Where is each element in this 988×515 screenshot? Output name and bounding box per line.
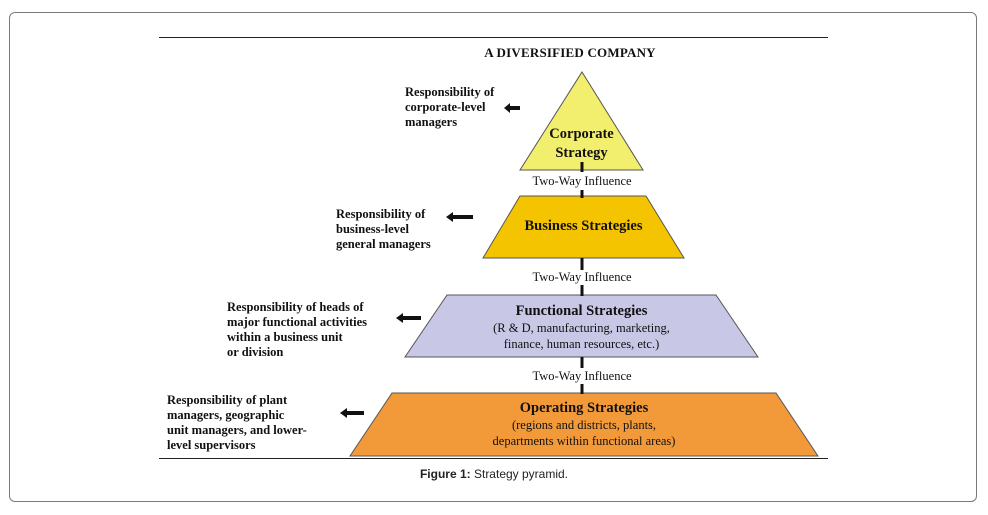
arrow-left-icon [504,103,520,113]
caption-text: Strategy pyramid. [470,467,569,481]
business-label: Business Strategies [524,218,643,234]
arrow-left-icon [396,313,421,323]
responsibility-line: Responsibility of plant [167,393,288,407]
corporate-label-line2: Strategy [555,145,608,161]
responsibility-line: within a business unit [227,330,343,344]
responsibility-line: general managers [336,237,431,251]
responsibility-line: managers, geographic [167,408,285,422]
business-strategies-shape [482,195,685,259]
corporate-strategy-label: Corporate Strategy [520,125,643,163]
functional-strategies-shape [404,294,759,358]
influence-label-3: Two-Way Influence [532,369,632,383]
responsibility-line: major functional activities [227,315,368,329]
operating-label: Operating Strategies [519,400,649,416]
influence-label-2: Two-Way Influence [532,270,632,284]
responsibility-corporate: Responsibility of corporate-level manage… [405,85,494,130]
responsibility-line: corporate-level [405,100,486,114]
functional-label: Functional Strategies [515,303,648,319]
operating-detail-line2: departments within functional areas) [492,434,676,448]
functional-strategies-label: Functional Strategies (R & D, manufactur… [405,302,758,352]
responsibility-functional: Responsibility of heads of major functio… [227,300,367,360]
operating-strategies-shape [349,392,819,457]
responsibility-line: or division [227,345,284,359]
figure-frame [9,12,977,502]
responsibility-line: Responsibility of heads of [227,300,364,314]
operating-detail-line1: (regions and districts, plants, [511,418,657,432]
responsibility-line: level supervisors [167,438,256,452]
bottom-rule [159,458,828,459]
responsibility-line: Responsibility of [405,85,495,99]
responsibility-operating: Responsibility of plant managers, geogra… [167,393,307,453]
diagram-title: A DIVERSIFIED COMPANY [484,45,656,60]
responsibility-line: Responsibility of [336,207,426,221]
responsibility-line: unit managers, and lower- [167,423,307,437]
caption-label: Figure 1: [419,467,471,481]
functional-detail-line1: (R & D, manufacturing, marketing, [493,321,670,335]
operating-strategies-label: Operating Strategies (regions and distri… [350,399,818,449]
corporate-label-line1: Corporate [549,126,614,142]
responsibility-business: Responsibility of business-level general… [336,207,431,252]
functional-detail-line2: finance, human resources, etc.) [503,337,660,351]
influence-label-1: Two-Way Influence [532,174,632,188]
responsibility-line: managers [405,115,458,129]
arrow-left-icon [446,212,473,222]
responsibility-line: business-level [336,222,409,236]
arrow-left-icon [340,408,364,418]
figure-caption: Figure 1: Strategy pyramid. [300,467,688,481]
top-rule [159,37,828,38]
business-strategies-label: Business Strategies [483,218,684,235]
